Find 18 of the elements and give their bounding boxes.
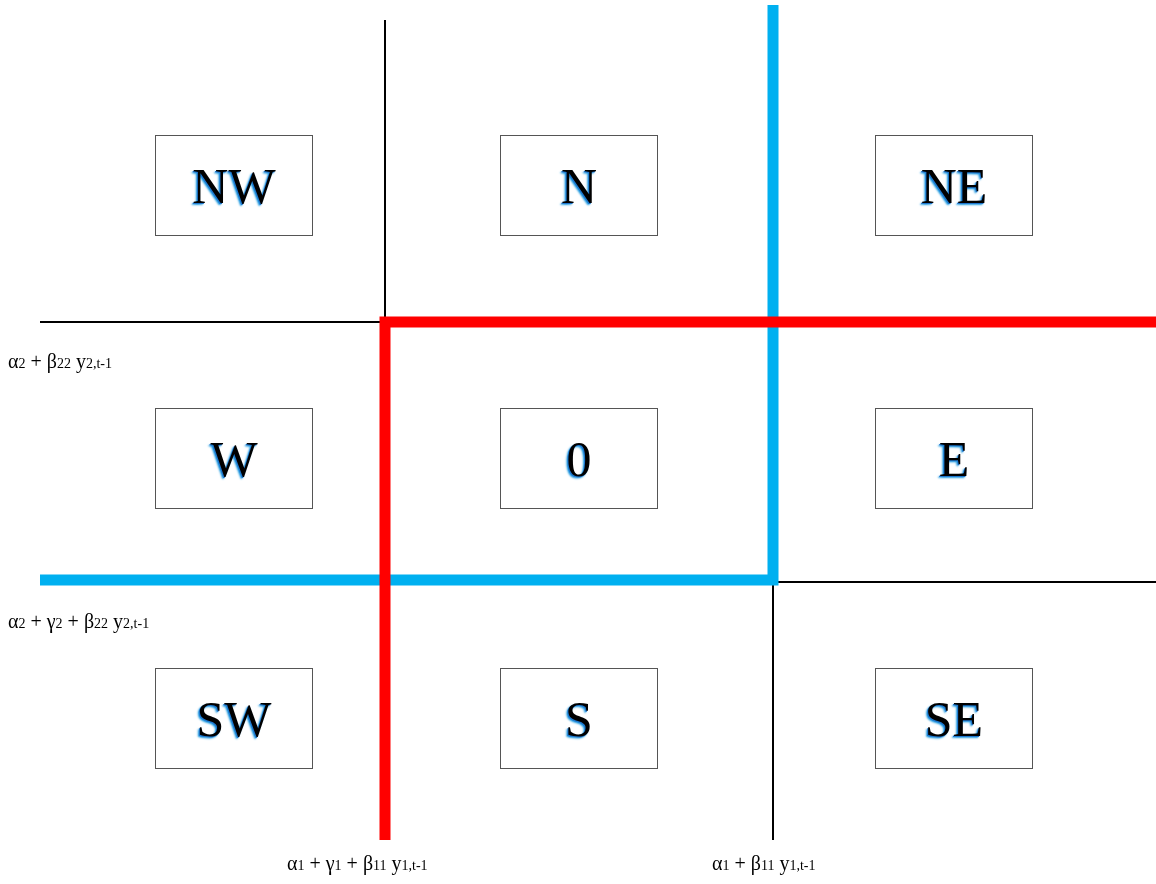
region-label: E xyxy=(938,429,970,488)
region-label: 0 xyxy=(566,429,592,488)
region-label: SE xyxy=(924,689,984,748)
region-label: S xyxy=(565,689,593,748)
region-box xyxy=(155,668,313,769)
region-box xyxy=(500,135,658,236)
region-box xyxy=(500,408,658,509)
region-label: SW xyxy=(196,689,272,748)
region-label: NE xyxy=(920,156,988,215)
region-box xyxy=(875,408,1033,509)
region-box xyxy=(875,135,1033,236)
region-box xyxy=(500,668,658,769)
region-label: N xyxy=(560,156,598,215)
region-box xyxy=(875,668,1033,769)
region-box xyxy=(155,408,313,509)
region-box xyxy=(155,135,313,236)
region-label: NW xyxy=(192,156,276,215)
region-label: W xyxy=(210,429,258,488)
